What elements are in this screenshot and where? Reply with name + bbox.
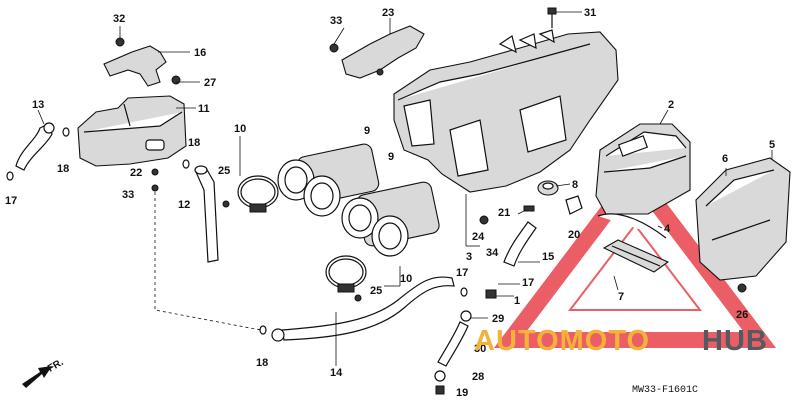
callout-5: 5	[769, 139, 775, 151]
callout-18: 18	[57, 163, 69, 175]
callout-24: 24	[472, 231, 485, 243]
callout-34: 34	[486, 247, 499, 259]
callout-27: 27	[204, 77, 216, 89]
callout-12: 12	[178, 199, 190, 211]
drawing-code: MW33-F1601C	[632, 385, 698, 396]
callout-25: 25	[218, 165, 230, 177]
callout-19: 19	[456, 387, 468, 399]
callout-28: 28	[472, 371, 484, 383]
funnel-set-lower	[341, 181, 440, 257]
callout-6: 6	[722, 153, 728, 165]
callout-14: 14	[330, 367, 343, 379]
watermark-part1: AUTOMOTO	[474, 325, 650, 357]
hose-15	[503, 221, 537, 267]
plate-7	[602, 239, 670, 273]
funnel-set-upper	[277, 143, 380, 217]
callout-7: 7	[618, 291, 624, 303]
bolt-31	[547, 7, 557, 28]
callout-8: 8	[572, 179, 578, 191]
callout-29: 29	[492, 313, 504, 325]
hose-13	[15, 122, 55, 171]
watermark-logo	[493, 161, 777, 348]
callout-18: 18	[188, 137, 200, 149]
callout-10: 10	[234, 123, 246, 135]
callout-2: 2	[668, 99, 674, 111]
callout-21: 21	[498, 207, 510, 219]
callout-16: 16	[194, 47, 206, 59]
callout-11: 11	[198, 103, 210, 115]
hose-12	[194, 165, 219, 263]
drain-tube-14	[271, 276, 455, 342]
callout-18: 18	[256, 357, 268, 369]
clamp-upper	[237, 175, 279, 213]
air-filter-element	[595, 123, 691, 215]
callout-25: 25	[370, 285, 382, 297]
callout-9: 9	[364, 125, 370, 137]
callout-1: 1	[514, 295, 520, 307]
callout-33: 33	[330, 15, 342, 27]
callout-22: 22	[130, 167, 142, 179]
callout-23: 23	[382, 7, 394, 19]
callout-labels: 32 16 27 11 13 18 18 17 22 33 12 10 25 9…	[5, 7, 775, 399]
tube-30	[437, 321, 469, 367]
callout-30: 30	[474, 343, 486, 355]
callout-17: 17	[456, 267, 468, 279]
callout-9: 9	[388, 151, 394, 163]
callout-32: 32	[113, 13, 125, 25]
air-cleaner-case	[393, 29, 619, 193]
resonator-chamber	[77, 95, 187, 167]
callout-17: 17	[522, 277, 534, 289]
bracket-23	[329, 25, 425, 79]
callout-15: 15	[542, 251, 554, 263]
callout-26: 26	[736, 309, 748, 321]
callout-20: 20	[568, 229, 580, 241]
callout-31: 31	[584, 7, 596, 19]
front-label: FR.	[46, 357, 66, 375]
leader-lines	[37, 11, 773, 366]
cover-6	[695, 157, 791, 281]
watermark-part2: HUB	[702, 325, 768, 357]
callout-10: 10	[400, 273, 412, 285]
clamp-lower	[325, 255, 367, 293]
callout-13: 13	[32, 99, 44, 111]
watermark-text: AUTOMOTO HUB	[474, 325, 768, 357]
front-arrow-icon: FR.	[22, 357, 66, 388]
callout-33: 33	[122, 189, 134, 201]
callout-4: 4	[664, 223, 671, 235]
fittings	[6, 127, 747, 395]
callout-17: 17	[5, 195, 17, 207]
clip-20	[565, 195, 583, 215]
band-4	[597, 213, 667, 239]
grommet-8	[537, 180, 559, 196]
bracket-16	[103, 37, 181, 87]
callout-3: 3	[466, 251, 472, 263]
